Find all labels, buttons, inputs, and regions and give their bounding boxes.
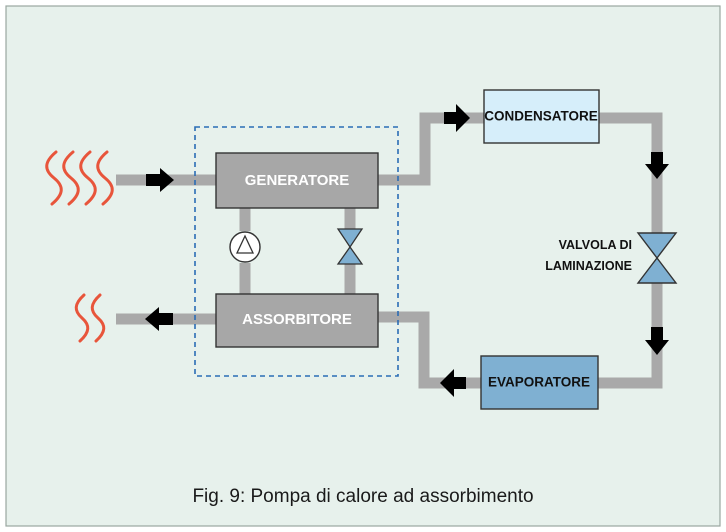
figure-caption: Fig. 9: Pompa di calore ad assorbimento (192, 486, 533, 507)
arrow-icon-to-condenser (444, 104, 470, 132)
evaporator-label: EVAPORATORE (488, 375, 590, 390)
expansion-valve-icon (636, 232, 678, 284)
arrow-icon-heat-out (145, 307, 173, 331)
valve-label-line1: VALVOLA DI (559, 238, 632, 252)
condenser-label: CONDENSATORE (484, 109, 598, 124)
arrow-icon-condenser-down (645, 152, 669, 179)
pipes (116, 112, 663, 389)
pipe-condenser-valve (599, 112, 663, 233)
pump-icon (229, 231, 261, 263)
arrow-icon-valve-down (645, 327, 669, 355)
flow-arrows (145, 104, 669, 397)
heat-wave-icon-output (74, 293, 106, 343)
generator-box (215, 152, 379, 209)
arrow-icon-to-absorber (440, 369, 466, 397)
absorber-valve-icon (336, 228, 364, 265)
arrow-icon-heat-in (146, 168, 174, 192)
generator-absorber-group-border (194, 126, 399, 377)
valve-label-line2: LAMINAZIONE (545, 259, 632, 273)
generator-label: GENERATORE (245, 172, 349, 189)
heat-wave-icon-input (45, 150, 114, 206)
pipe-valve-evaporator (598, 283, 663, 389)
figure-panel (5, 5, 721, 527)
condenser-box (483, 89, 600, 144)
absorber-box (215, 293, 379, 348)
evaporator-box (480, 355, 599, 410)
absorber-label: ASSORBITORE (242, 311, 352, 328)
